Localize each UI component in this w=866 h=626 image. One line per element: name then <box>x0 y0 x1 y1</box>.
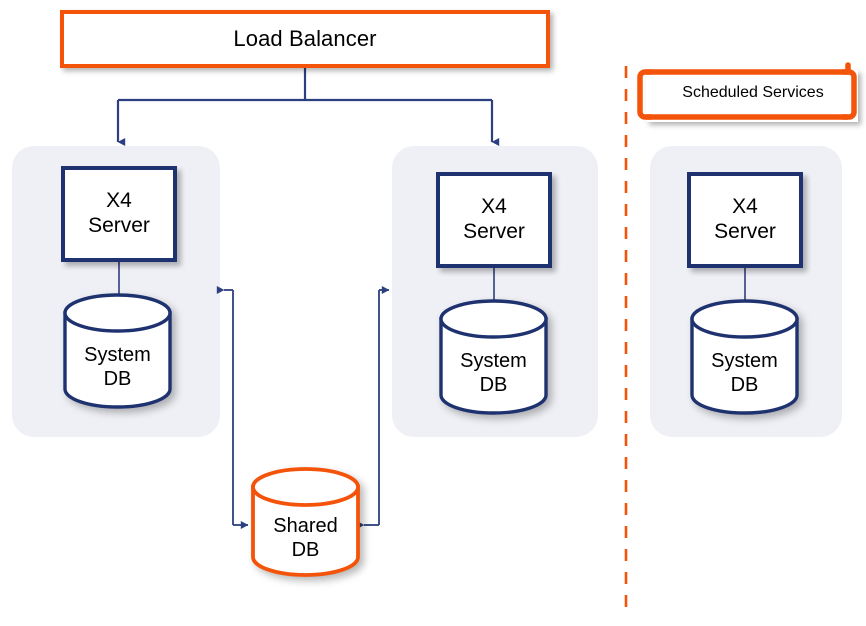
database-icon <box>690 299 799 415</box>
scheduled-services-callout[interactable]: Scheduled Services <box>636 62 858 122</box>
x4-server-box-2[interactable]: X4 Server <box>436 172 552 268</box>
x4-server-label-1-line2: Server <box>88 214 150 237</box>
x4-server-label-2-line2: Server <box>463 220 525 243</box>
x4-server-box-3[interactable]: X4 Server <box>687 172 803 268</box>
x4-server-label-1-line1: X4 <box>106 189 132 213</box>
database-icon <box>251 467 360 577</box>
scheduled-services-divider <box>618 64 634 609</box>
database-icon <box>63 293 172 409</box>
database-icon <box>439 299 548 415</box>
x4-server-label-2-line1: X4 <box>481 195 507 219</box>
x4-server-box-1[interactable]: X4 Server <box>61 166 177 262</box>
dashed-line-icon <box>624 66 628 607</box>
callout-bracket-icon <box>637 62 857 120</box>
callout-body <box>646 70 858 122</box>
x4-server-label-3-line1: X4 <box>732 195 758 219</box>
load-balancer-label: Load Balancer <box>233 26 377 51</box>
x4-server-label-3-line2: Server <box>714 220 776 243</box>
load-balancer-box[interactable]: Load Balancer <box>60 10 550 68</box>
